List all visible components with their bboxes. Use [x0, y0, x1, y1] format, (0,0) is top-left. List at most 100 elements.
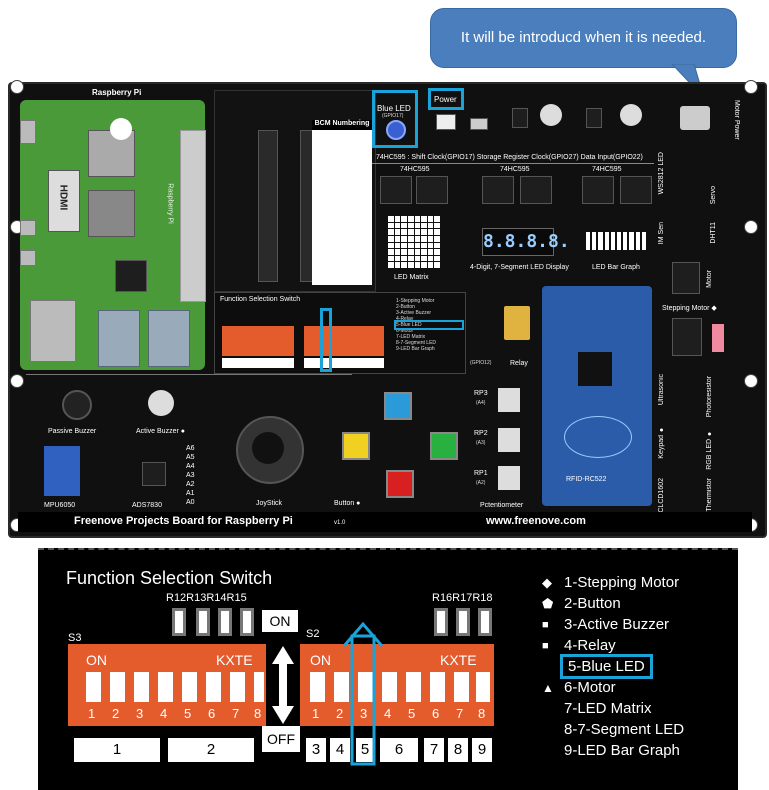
menu-item-text: 9-LED Bar Graph: [564, 742, 680, 759]
menu-item-text: 6-Motor: [564, 679, 616, 696]
square-icon: ■: [542, 619, 564, 631]
resistor: [218, 608, 232, 636]
label-box: 2: [168, 738, 254, 762]
ws2812-label: WS2812 LED: [658, 152, 665, 194]
rpi-label: Raspberry Pi: [92, 88, 141, 97]
menu-item-text-highlighted: 5-Blue LED: [564, 658, 649, 675]
joystick-knob[interactable]: [252, 432, 284, 464]
divider: [372, 163, 654, 164]
dip-toggle[interactable]: [454, 672, 469, 702]
dip-toggle[interactable]: [430, 672, 445, 702]
ads-pin: A4: [186, 462, 198, 471]
dht11-label: DHT11: [710, 222, 717, 244]
power-switch[interactable]: [436, 114, 456, 130]
menu-item-3: ■ 3-Active Buzzer: [542, 614, 732, 635]
potentiometer-rp1[interactable]: [498, 466, 520, 490]
label-box: 1: [74, 738, 160, 762]
dip-toggle[interactable]: [86, 672, 101, 702]
motor-power-label: Motor Power: [728, 100, 740, 140]
mpu-label: MPU6050: [44, 502, 75, 509]
servo-label: Servo: [710, 186, 717, 204]
red-button[interactable]: [386, 470, 414, 498]
dip-toggle[interactable]: [206, 672, 221, 702]
dip-toggle[interactable]: [134, 672, 149, 702]
yellow-button[interactable]: [342, 432, 370, 460]
fss-title-small: Function Selection Switch: [220, 296, 300, 303]
rfid-chip: [578, 352, 612, 386]
active-buzzer-label: Active Buzzer ●: [136, 428, 185, 435]
dip-switch-s2-small[interactable]: [304, 326, 384, 356]
blue-button[interactable]: [384, 392, 412, 420]
function-menu: ◆ 1-Stepping Motor ⬟ 2-Button ■ 3-Active…: [542, 572, 732, 761]
dip-num: 2: [112, 706, 119, 721]
header-strip: [258, 130, 278, 282]
joystick-label: JoyStick: [256, 500, 282, 507]
pentagon-icon: ⬟: [542, 596, 564, 612]
ads-pin: A5: [186, 453, 198, 462]
mpu6050: [44, 446, 80, 496]
shift-register-chip: [620, 176, 652, 204]
dip-toggle[interactable]: [110, 672, 125, 702]
capacitor: [620, 104, 642, 126]
usb-port: [98, 310, 140, 367]
resistor: [478, 608, 492, 636]
potentiometer-rp2[interactable]: [498, 428, 520, 452]
dc-jack: [680, 106, 710, 130]
switch5-highlight-small: [320, 308, 332, 372]
menu-item-6: ▲ 6-Motor: [542, 677, 732, 698]
gpio12-label: (GPIO12): [470, 360, 491, 366]
chip2-label: 74HC595: [500, 166, 530, 173]
board-menu: 1-Stepping Motor 2-Button 3-Active Buzze…: [396, 298, 462, 352]
dip-on-label: ON: [310, 652, 331, 668]
ram-chip: [88, 190, 135, 237]
regulator: [586, 108, 602, 128]
dip-switch-s3: ON KXTE 1 2 3 4 5 6 7 8: [68, 644, 266, 726]
menu-item-8: 8-7-Segment LED: [542, 719, 732, 740]
dip-num: 7: [232, 706, 239, 721]
dip-toggle[interactable]: [254, 672, 264, 702]
menu-item-9: 9-LED Bar Graph: [542, 740, 732, 761]
footer-title: Freenove Projects Board for Raspberry Pi: [74, 515, 293, 527]
dip-toggle[interactable]: [182, 672, 197, 702]
dip-toggle[interactable]: [310, 672, 325, 702]
resistor: [240, 608, 254, 636]
ads-pin: A0: [186, 498, 198, 507]
resistors-left: R12R13R14R15: [166, 592, 247, 604]
menu-item-text: 4-Relay: [564, 637, 616, 654]
usb-port: [148, 310, 190, 367]
right-label-strip: [304, 358, 384, 368]
blue-led-gpio: (GPIO17): [382, 113, 403, 119]
stepping-connector: [712, 324, 724, 352]
dip-num: 5: [184, 706, 191, 721]
dip-toggle[interactable]: [230, 672, 245, 702]
s3-label: S3: [68, 632, 81, 644]
resistor: [172, 608, 186, 636]
ultrasonic-label: Ultrasonic: [658, 374, 665, 405]
dip-toggle[interactable]: [158, 672, 173, 702]
motor-label: Motor: [706, 270, 713, 288]
resistor: [196, 608, 210, 636]
potentiometer-rp3[interactable]: [498, 388, 520, 412]
dip-switch-s3-small[interactable]: [222, 326, 294, 356]
power-button[interactable]: [470, 118, 488, 130]
green-button[interactable]: [430, 432, 458, 460]
stepping-driver-chip: [672, 318, 702, 356]
seg-display-label: 4-Digit, 7-Segment LED Display: [470, 264, 569, 271]
rp-sub: (A3): [476, 440, 485, 446]
dip-toggle[interactable]: [476, 672, 490, 702]
menu-item-7: 7-LED Matrix: [542, 698, 732, 719]
label-box: 3: [306, 738, 326, 762]
power-label: Power: [434, 95, 457, 104]
dip-kxte-label: KXTE: [216, 652, 253, 668]
bcm-title: BCM Numbering: [312, 120, 372, 130]
dip-num: 8: [254, 706, 261, 721]
rfid-module: RFID-RC522: [542, 286, 652, 506]
capacitor: [540, 104, 562, 126]
ads-pin: A6: [186, 444, 198, 453]
micro-hdmi-port: [20, 220, 36, 236]
potentiometer-label: Pctentiometer: [480, 502, 523, 509]
label-box: 9: [472, 738, 492, 762]
dip-toggle[interactable]: [406, 672, 421, 702]
dip-on-label: ON: [86, 652, 107, 668]
label-box: 8: [448, 738, 468, 762]
